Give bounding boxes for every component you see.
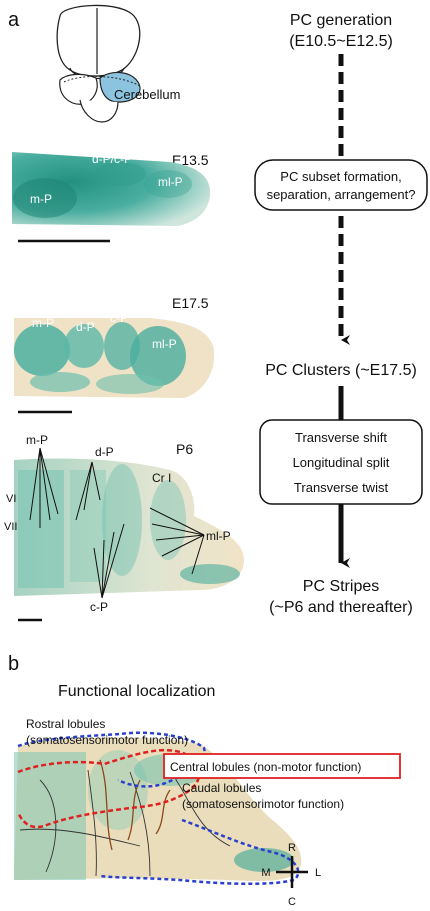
e175-region-mlp: ml-P <box>152 337 177 351</box>
stage-e135-label: E13.5 <box>172 152 209 168</box>
e175-region-cp: c-P <box>110 311 128 325</box>
cerebellum-label: Cerebellum <box>114 87 180 102</box>
panel-b-letter: b <box>8 653 19 675</box>
p6-leader-lines <box>29 447 205 599</box>
rostral-label-line1: Rostral lobules <box>26 717 105 731</box>
e135-region-mlp: ml-P <box>158 175 183 189</box>
cerebellum-highlight <box>99 71 141 103</box>
p6-lobule-vi: VI <box>6 493 16 505</box>
p6-lobule-vii: VII <box>4 521 17 533</box>
rostral-outline <box>17 731 206 788</box>
process-step-2: Longitudinal split <box>293 455 390 470</box>
e175-region-mp: m-P <box>32 316 54 330</box>
caudal-outline <box>99 818 300 886</box>
process-step-3: Transverse twist <box>294 480 389 495</box>
orientation-compass <box>276 856 308 888</box>
p6-region-cp: c-P <box>90 600 108 614</box>
compass-rostral: R <box>288 842 296 854</box>
process-box <box>259 419 423 505</box>
caudal-label-line2: (somatosensorimotor function) <box>182 797 344 811</box>
stage-p6-label: P6 <box>176 441 193 457</box>
flow-stripes-line1: PC Stripes <box>303 578 379 595</box>
p6-region-mlp: ml-P <box>206 529 231 543</box>
flow-subset-line2: separation, arrangement? <box>267 187 416 202</box>
flow-generation-line2: (E10.5~E12.5) <box>289 33 393 50</box>
process-step-1: Transverse shift <box>295 430 387 445</box>
p6-region-dp: d-P <box>95 445 114 459</box>
central-label-box <box>163 753 401 779</box>
flow-subset-line1: PC subset formation, <box>280 169 401 184</box>
compass-lateral: L <box>315 867 321 879</box>
panel-b-title: Functional localization <box>58 683 215 700</box>
stage-e175-label: E17.5 <box>172 295 209 311</box>
flow-generation-line1: PC generation <box>290 12 392 29</box>
compass-caudal: C <box>288 896 296 908</box>
e175-cerebellum-image <box>14 318 215 398</box>
flow-clusters: PC Clusters (~E17.5) <box>265 362 417 379</box>
subset-box <box>254 159 428 211</box>
panel-a-letter: a <box>8 9 20 31</box>
compass-medial: M <box>261 867 270 879</box>
e135-region-mp: m-P <box>30 192 52 206</box>
e135-cerebellum-image <box>12 152 211 226</box>
p6-region-cri: Cr I <box>152 471 171 485</box>
central-label: Central lobules (non-motor function) <box>170 760 361 774</box>
caudal-label-line1: Caudal lobules <box>182 781 261 795</box>
flow-stripes-line2: (~P6 and thereafter) <box>269 599 413 616</box>
brain-schematic <box>56 4 141 123</box>
rostral-label-line2: (somatosensorimotor function) <box>26 733 188 747</box>
p6-region-mp: m-P <box>26 433 48 447</box>
p6-cerebellum-image <box>14 458 244 596</box>
e135-region-dp-cp: d-P/c-P <box>92 152 132 166</box>
e175-region-dp: d-P <box>76 320 95 334</box>
